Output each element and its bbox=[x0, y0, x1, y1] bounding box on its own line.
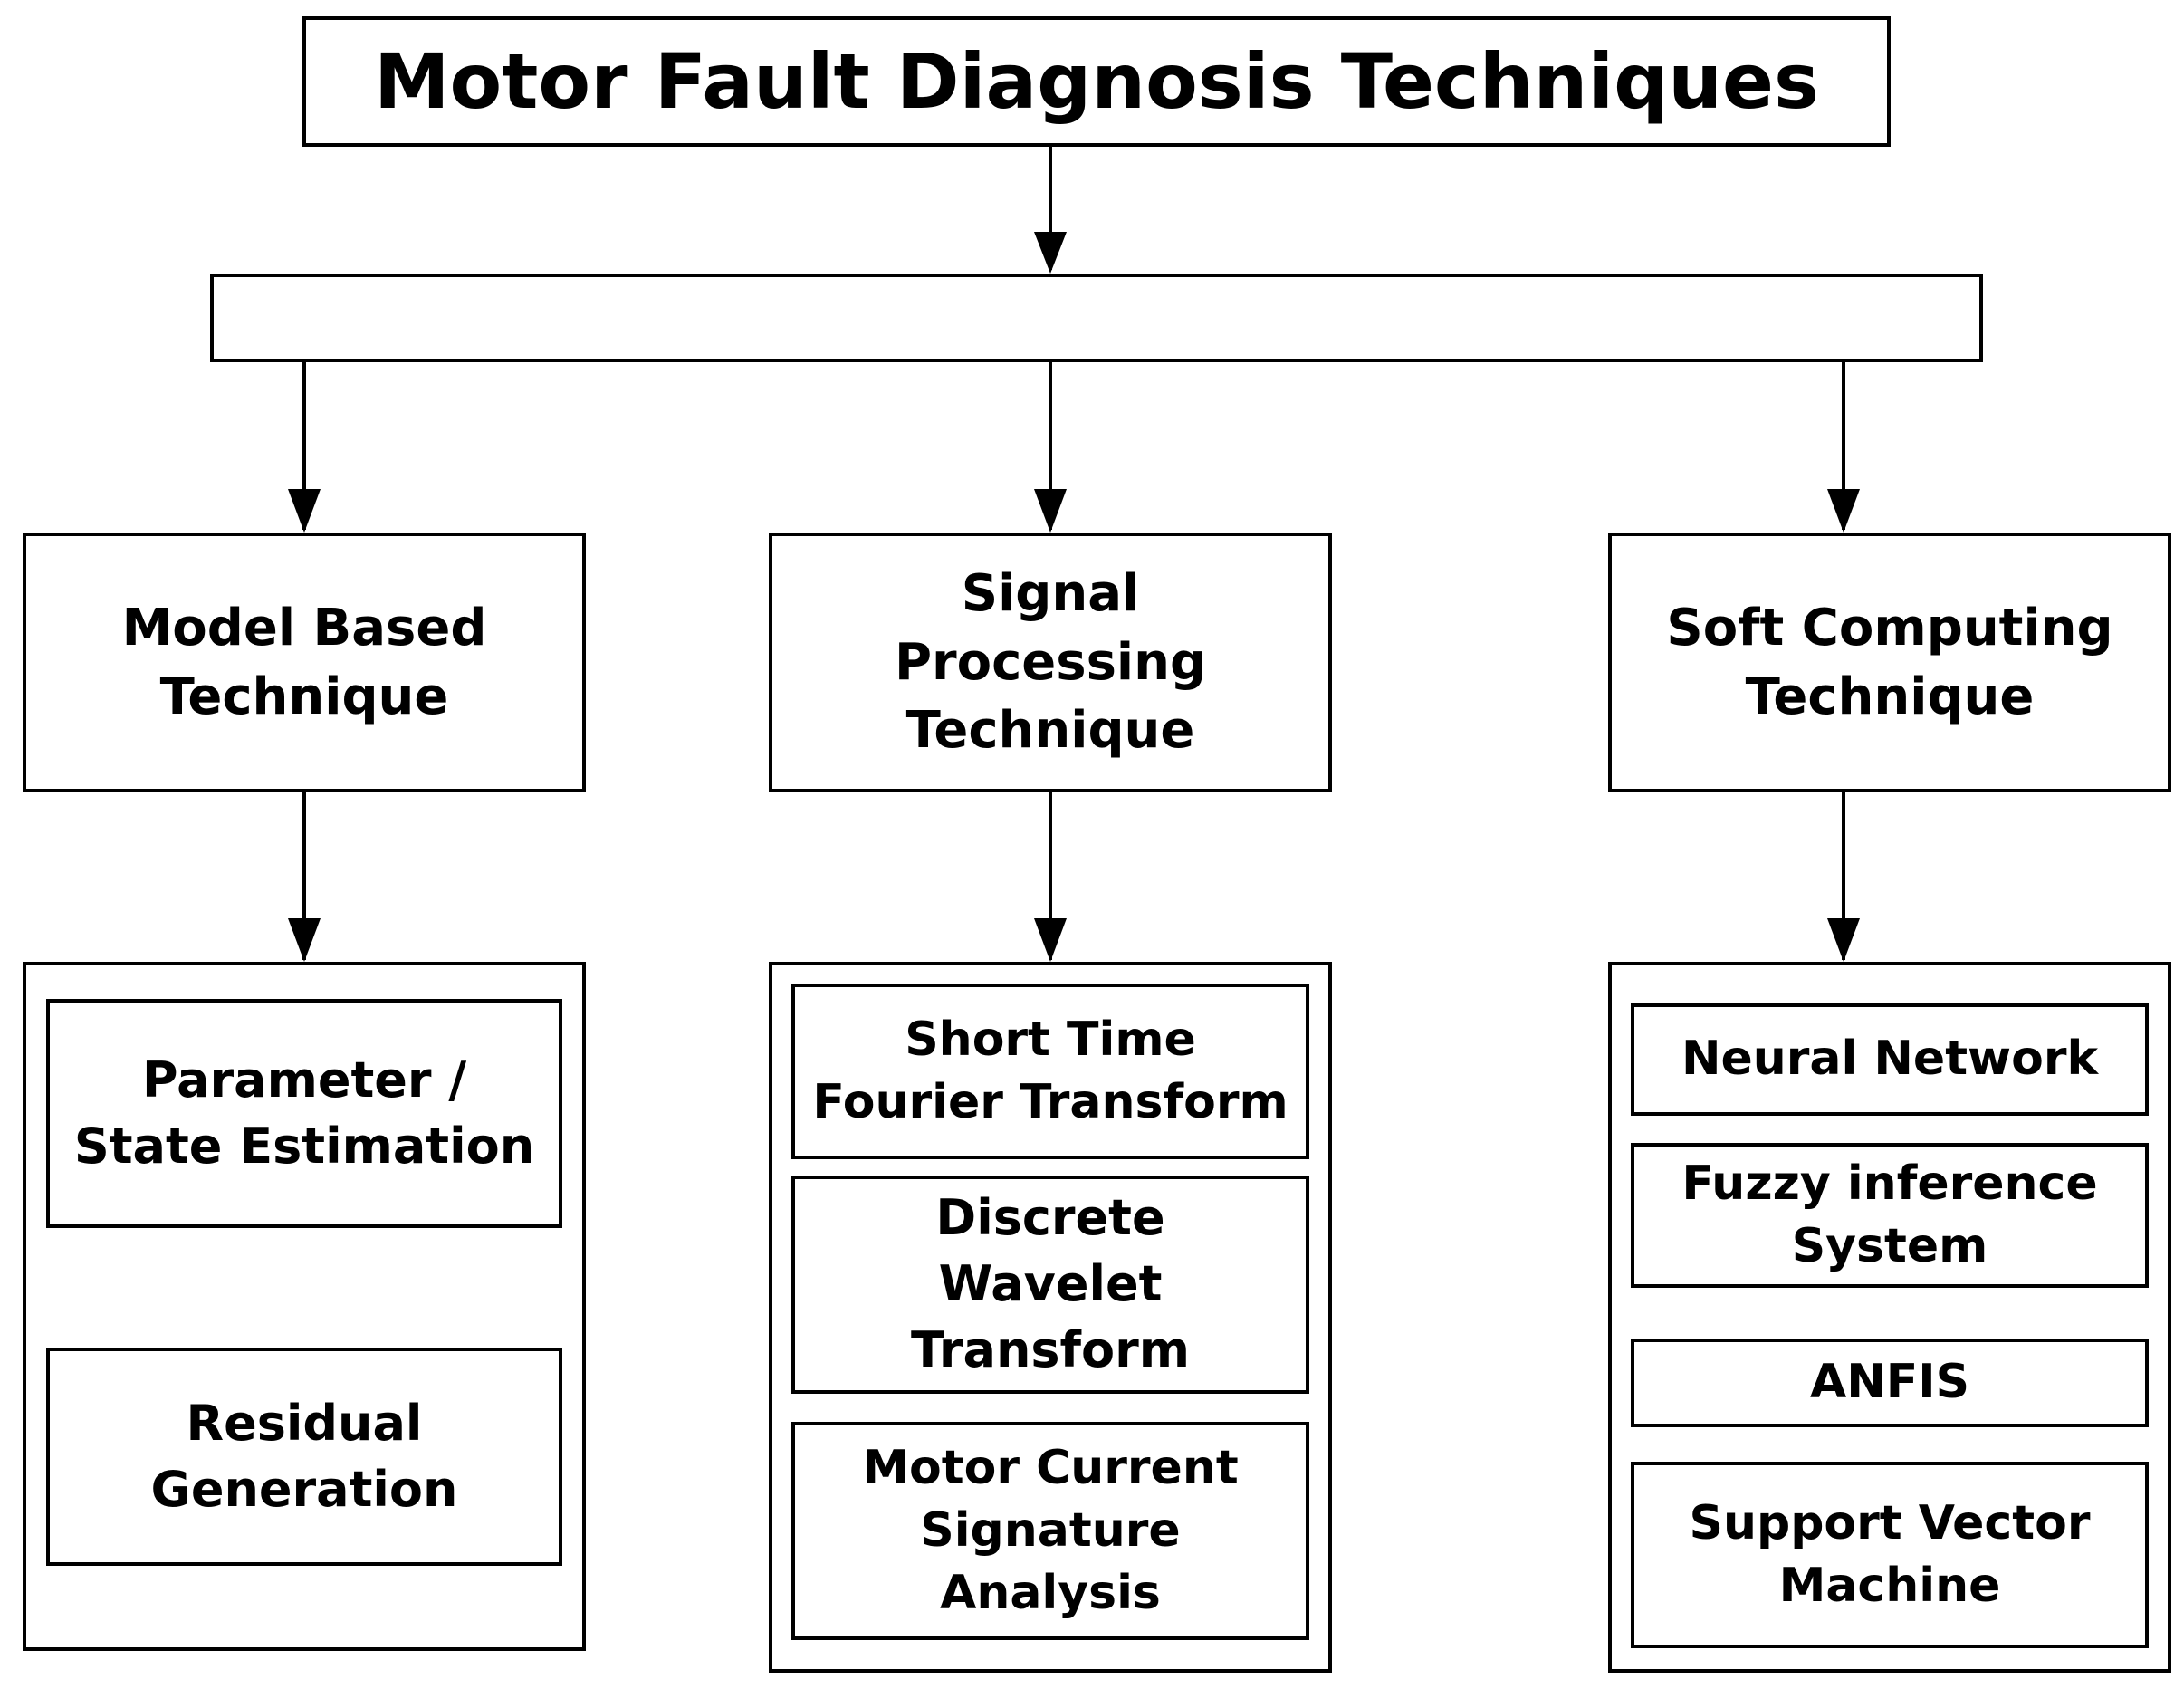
arrowhead-signal-processing-to-methods bbox=[1034, 918, 1067, 962]
category-signal-processing: Signal Processing Technique bbox=[769, 533, 1332, 792]
method-box: Support Vector Machine bbox=[1631, 1462, 2149, 1648]
method-box: Short Time Fourier Transform bbox=[791, 984, 1309, 1159]
method-box: Fuzzy inference System bbox=[1631, 1143, 2149, 1288]
category-label: Model Based Technique bbox=[121, 598, 487, 726]
category-soft-computing: Soft Computing Technique bbox=[1608, 533, 2171, 792]
method-label: Motor Current Signature Analysis bbox=[862, 1440, 1239, 1621]
method-label: Neural Network bbox=[1681, 1032, 2099, 1087]
method-label: Residual Generation bbox=[150, 1394, 458, 1518]
method-box: Parameter / State Estimation bbox=[46, 999, 562, 1228]
method-label: ANFIS bbox=[1809, 1355, 1970, 1410]
method-label: Fuzzy inference System bbox=[1681, 1156, 2098, 1273]
arrowhead-bar-to-soft-computing bbox=[1827, 489, 1860, 533]
arrowhead-bar-to-model-based bbox=[288, 489, 321, 533]
arrowhead-model-based-to-methods bbox=[288, 918, 321, 962]
distribution-bar bbox=[210, 274, 1983, 362]
method-label: Short Time Fourier Transform bbox=[812, 1012, 1288, 1129]
method-label: Support Vector Machine bbox=[1689, 1495, 2091, 1613]
method-box: Motor Current Signature Analysis bbox=[791, 1422, 1309, 1640]
arrowhead-title-to-bar bbox=[1034, 232, 1067, 274]
method-box: Residual Generation bbox=[46, 1348, 562, 1566]
category-label: Soft Computing Technique bbox=[1666, 598, 2113, 726]
title-box: Motor Fault Diagnosis Techniques bbox=[302, 16, 1891, 147]
diagram-title: Motor Fault Diagnosis Techniques bbox=[373, 36, 1820, 126]
arrowhead-soft-computing-to-methods bbox=[1827, 918, 1860, 962]
category-model-based: Model Based Technique bbox=[23, 533, 586, 792]
category-label: Signal Processing Technique bbox=[894, 564, 1207, 761]
method-label: Discrete Wavelet Transform bbox=[910, 1189, 1191, 1378]
arrowhead-bar-to-signal-processing bbox=[1034, 489, 1067, 533]
method-box: ANFIS bbox=[1631, 1339, 2149, 1427]
method-box: Neural Network bbox=[1631, 1003, 2149, 1116]
method-label: Parameter / State Estimation bbox=[73, 1051, 535, 1175]
method-box: Discrete Wavelet Transform bbox=[791, 1176, 1309, 1394]
